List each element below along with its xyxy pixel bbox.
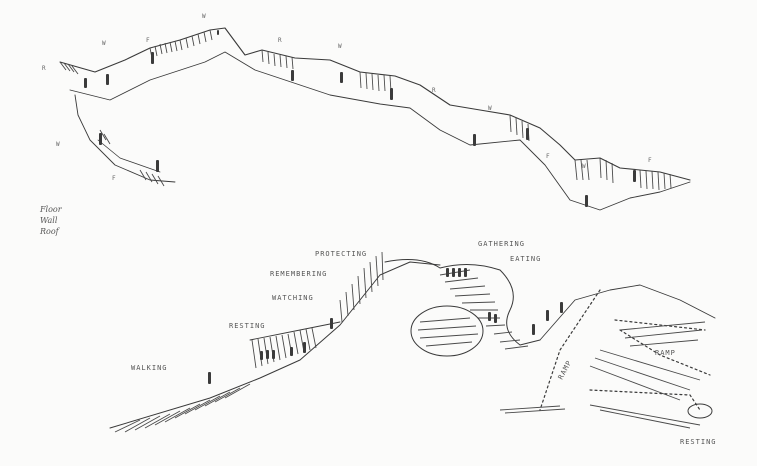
top-hatching (59, 29, 672, 191)
activity-labels: PROTECTING REMEMBERING WATCHING RESTING … (131, 240, 717, 446)
letter-mark: W (488, 105, 492, 112)
label-ramp-diagonal: RAMP (557, 359, 574, 381)
legend-roof: Roof (39, 227, 61, 236)
letter-mark: F (546, 153, 550, 160)
label-eating: EATING (510, 255, 541, 263)
letter-mark: R (278, 37, 282, 44)
letter-mark: F (648, 157, 652, 164)
label-remembering: REMEMBERING (270, 270, 327, 278)
letter-mark: R (432, 87, 436, 94)
top-terrain-sketch: R W F W R W R W F W F W F (42, 13, 691, 211)
letter-mark: W (102, 40, 106, 47)
letter-mark: W (56, 141, 60, 148)
bottom-figures (208, 268, 563, 384)
label-protecting: PROTECTING (315, 250, 367, 258)
pond-hatching (417, 317, 479, 347)
label-watching: WATCHING (272, 294, 314, 302)
legend-wall: Wall (40, 216, 58, 225)
resting-spot-shape (687, 403, 713, 419)
letter-mark: W (202, 13, 206, 20)
letter-mark: W (582, 163, 586, 170)
label-ramp: RAMP (655, 349, 676, 357)
top-figures (84, 30, 636, 207)
letter-mark: F (146, 37, 150, 44)
label-resting-right: RESTING (680, 438, 717, 446)
wave-hatching (439, 269, 529, 350)
ramp-hatching (499, 321, 706, 429)
letter-mark: W (338, 43, 342, 50)
letter-mark: F (112, 175, 116, 182)
pond-shape (410, 305, 484, 357)
label-walking: WALKING (131, 364, 168, 372)
top-letter-marks: R W F W R W R W F W F W F (42, 13, 652, 182)
bottom-terrain-sketch: PROTECTING REMEMBERING WATCHING RESTING … (109, 240, 717, 446)
legend-floor: Floor (39, 205, 63, 214)
walking-slope-hatching (114, 383, 251, 433)
legend: Floor Wall Roof (39, 205, 63, 236)
label-gathering: GATHERING (478, 240, 525, 248)
letter-mark: R (42, 65, 46, 72)
label-resting-left: RESTING (229, 322, 266, 330)
